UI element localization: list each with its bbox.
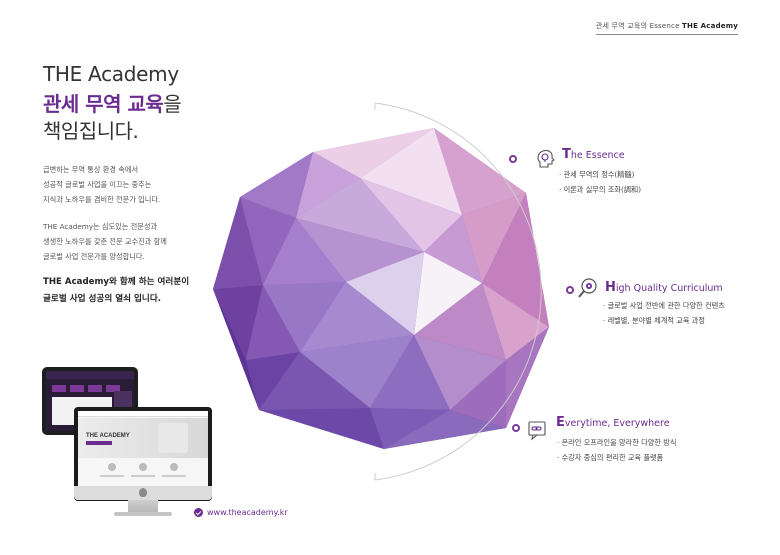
crystal-facet — [414, 283, 506, 360]
feature-bullet: · 수강자 중심의 편리한 교육 플랫폼 — [557, 453, 664, 462]
feature-bullets: · 관세 무역의 정수(精髓) · 이론과 실무의 조화(調和) — [559, 167, 641, 197]
monitor-screen: THE ACADEMY — [78, 411, 208, 493]
crystal-facet — [300, 282, 414, 352]
academy-line: 생생한 노하우를 갖춘 전문 교수진과 함께 — [43, 237, 167, 246]
crystal-facet — [506, 327, 549, 428]
crystal-facet — [296, 178, 424, 252]
crystal-facet — [414, 252, 482, 335]
monitor-mockup: THE ACADEMY — [74, 407, 212, 501]
crystal-facet — [462, 193, 526, 283]
feature-bullet: · 레벨별, 분야별 체계적 교육 과정 — [603, 316, 705, 325]
intro-line: 급변하는 무역 통상 환경 속에서 — [43, 165, 139, 174]
website-link[interactable]: www.theacademy.kr — [194, 508, 288, 517]
academy-line: 글로벌 사업 전문가를 양성합니다. — [43, 252, 145, 261]
feature-title: The Essence — [562, 147, 625, 162]
feature-title-cap: H — [605, 280, 616, 295]
section-tag-strong: THE Academy — [682, 22, 738, 30]
headline-line3: 책임집니다. — [43, 119, 139, 143]
chat-link-icon — [528, 421, 546, 441]
crystal-facet — [296, 218, 424, 282]
website-url[interactable]: www.theacademy.kr — [207, 508, 288, 517]
crystal-facet — [384, 410, 506, 449]
crystal-facet — [450, 360, 506, 428]
closing-statement: THE Academy와 함께 하는 여러분이 글로벌 사업 성공의 열쇠 입니… — [43, 274, 243, 308]
feature-title-rest: verytime, Everywhere — [564, 418, 670, 429]
closing-line: THE Academy와 함께 하는 여러분이 — [43, 277, 190, 287]
crystal-facet — [482, 283, 549, 360]
monitor-site-title: THE ACADEMY — [86, 433, 130, 439]
crystal-facet — [259, 352, 370, 410]
feature-bullets: · 글로벌 사업 전반에 관한 다양한 컨텐츠 · 레벨별, 분야별 체계적 교… — [603, 298, 725, 328]
feature-marker-dot — [566, 286, 574, 294]
feature-bullet: · 온라인 오프라인을 망라한 다양한 방식 — [557, 438, 677, 447]
apple-logo-icon — [139, 488, 147, 497]
crystal-facet — [360, 178, 462, 252]
monitor-stand — [128, 500, 158, 513]
feature-marker-dot — [512, 424, 520, 432]
crystal-facet — [296, 152, 360, 218]
magnifier-gear-icon — [578, 278, 597, 298]
section-tag-prefix: 관세 무역 교육의 Essence — [595, 22, 680, 30]
crystal-facet — [263, 282, 346, 352]
crystal-facet — [213, 197, 263, 289]
feature-title-rest: igh Quality Curriculum — [615, 283, 723, 294]
academy-line: THE Academy는 심도있는 전문성과 — [43, 222, 158, 231]
head-lightbulb-icon — [537, 149, 555, 168]
intro-paragraph: 급변하는 무역 통상 환경 속에서 성공적 글로벌 사업을 이끄는 중추는 지식… — [43, 162, 233, 207]
crystal-facet — [434, 128, 526, 215]
crystal-facet — [360, 128, 462, 215]
crystal-facet — [424, 215, 482, 283]
feature-connector-arc — [374, 102, 542, 481]
feature-title-rest: he Essence — [570, 150, 625, 161]
crystal-facet — [246, 285, 300, 360]
feature-title: Everytime, Everywhere — [556, 415, 670, 430]
crystal-facet — [414, 335, 506, 410]
crystal-facet — [370, 408, 450, 449]
section-tag: 관세 무역 교육의 Essence THE Academy — [595, 21, 738, 35]
crystal-facet — [263, 218, 346, 285]
headline-line2-rest: 을 — [163, 92, 182, 116]
intro-line: 성공적 글로벌 사업을 이끄는 중추는 — [43, 180, 152, 189]
crystal-facet — [370, 335, 450, 410]
feature-marker-dot — [509, 155, 517, 163]
feature-title: High Quality Curriculum — [605, 280, 723, 295]
closing-line: 글로벌 사업 성공의 열쇠 입니다. — [43, 294, 162, 304]
feature-bullet: · 이론과 실무의 조화(調和) — [559, 185, 642, 194]
crystal-facet — [313, 128, 434, 178]
headline-line1: THE Academy — [43, 62, 179, 86]
crystal-facet — [259, 408, 384, 449]
crystal-facet — [213, 285, 263, 360]
monitor-base — [114, 512, 172, 516]
feature-bullet: · 글로벌 사업 전반에 관한 다양한 컨텐츠 — [603, 301, 725, 310]
feature-title-cap: E — [556, 415, 565, 430]
crystal-facet — [246, 352, 300, 410]
crystal-facet — [240, 152, 313, 218]
feature-bullet: · 관세 무역의 정수(精髓) — [559, 170, 635, 179]
feature-bullets: · 온라인 오프라인을 망라한 다양한 방식 · 수강자 중심의 편리한 교육 … — [557, 435, 677, 465]
intro-line: 지식과 노하우를 겸비한 전문가 입니다. — [43, 195, 161, 204]
crystal-facet — [240, 197, 296, 285]
crystal-facet — [346, 252, 424, 335]
crystal-facet — [300, 335, 414, 408]
link-arrow-icon — [194, 508, 203, 517]
headline-line2: 관세 무역 교육을 — [43, 88, 182, 117]
crystal-facet — [213, 289, 259, 410]
headline-accent: 관세 무역 교육 — [43, 92, 164, 116]
crystal-facet — [482, 193, 549, 327]
feature-title-cap: T — [562, 147, 571, 162]
academy-paragraph: THE Academy는 심도있는 전문성과 생생한 노하우를 갖춘 전문 교수… — [43, 219, 233, 264]
